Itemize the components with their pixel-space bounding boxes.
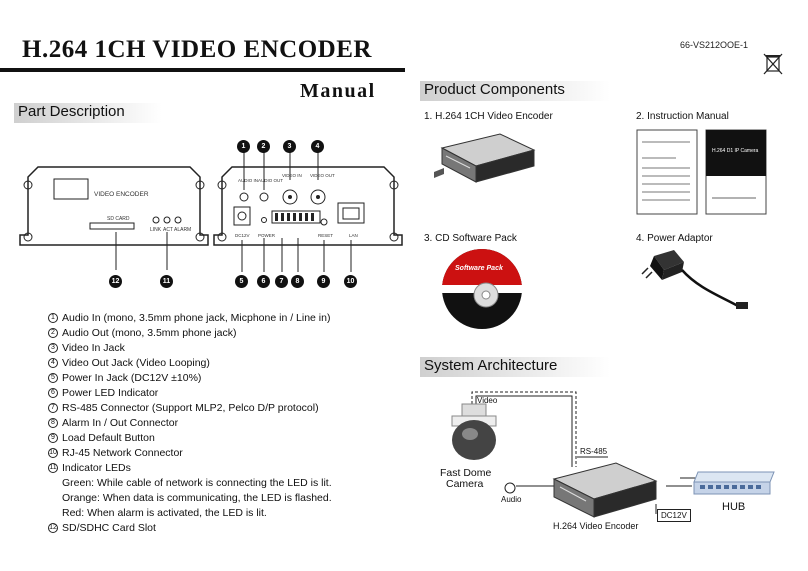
audio-jack-icon — [504, 482, 516, 494]
callout-4: 4 — [311, 140, 324, 153]
encoder-label: H.264 Video Encoder — [553, 521, 639, 531]
port-label-audio-out: AUDIO OUT — [258, 178, 284, 183]
list-item: Green: While cable of network is connect… — [62, 476, 332, 489]
front-callout-lines — [115, 232, 168, 270]
callout-12: 12 — [109, 275, 122, 288]
callout-11: 11 — [160, 275, 173, 288]
video-link-label: Video — [477, 396, 498, 405]
callout-8: 8 — [291, 275, 304, 288]
callout-2: 2 — [257, 140, 270, 153]
product-components-heading: Product Components — [420, 81, 610, 101]
callout-1: 1 — [237, 140, 250, 153]
dc12v-label: DC12V — [657, 509, 691, 522]
dome-camera-image — [451, 403, 497, 460]
rear-callout-lines — [241, 152, 352, 272]
front-device-label: VIDEO ENCODER — [94, 191, 149, 198]
front-panel-diagram — [19, 166, 209, 246]
port-label-audio-in: AUDIO IN — [238, 178, 259, 183]
power-adaptor-image — [641, 250, 748, 309]
list-item: Red: When alarm is activated, the LED is… — [62, 506, 267, 519]
encoder-device-image — [434, 133, 536, 183]
list-item: Orange: When data is communicating, the … — [62, 491, 332, 504]
label-dc12v: DC12V — [235, 233, 250, 238]
callout-7: 7 — [275, 275, 288, 288]
label-reset: RESET — [318, 233, 334, 238]
label-lan: LAN — [349, 233, 358, 238]
camera-label-line1: Fast Dome — [440, 467, 492, 479]
component-cd-label: 3. CD Software Pack — [424, 233, 517, 244]
architecture-encoder-image — [552, 462, 658, 518]
weee-bin-icon — [763, 53, 783, 75]
rear-panel-diagram — [213, 166, 403, 246]
component-manual-label: 2. Instruction Manual — [636, 111, 729, 122]
callout-3: 3 — [283, 140, 296, 153]
model-number: 66-VS212OOE-1 — [680, 40, 749, 50]
callout-5: 5 — [235, 275, 248, 288]
rs485-link-label: RS-485 — [580, 447, 608, 456]
title-rule — [0, 68, 405, 72]
sd-card-label: SD CARD — [107, 216, 130, 222]
network-hub-image — [693, 471, 775, 495]
part-description-heading: Part Description — [14, 103, 162, 123]
page-title: H.264 1CH VIDEO ENCODER — [22, 36, 372, 63]
callout-10: 10 — [344, 275, 357, 288]
instruction-manual-image — [636, 129, 767, 215]
callout-6: 6 — [257, 275, 270, 288]
component-adaptor-label: 4. Power Adaptor — [636, 233, 713, 244]
system-architecture-heading: System Architecture — [420, 357, 610, 377]
led-label-link: LINK — [150, 227, 162, 233]
port-label-video-in: VIDEO IN — [282, 173, 302, 178]
component-encoder-label: 1. H.264 1CH Video Encoder — [424, 111, 553, 122]
hub-label: HUB — [722, 501, 746, 513]
manual-cover-text: H.264 D1 IP Camera — [712, 148, 759, 154]
camera-label-line2: Camera — [446, 478, 484, 490]
label-power: POWER — [258, 233, 276, 238]
cd-software-image — [442, 249, 522, 329]
manual-subtitle: Manual — [300, 80, 376, 102]
cd-label: Software Pack — [455, 265, 503, 272]
led-label-alarm: ALARM — [174, 227, 192, 233]
led-label-act: ACT — [163, 227, 173, 233]
port-label-video-out: VIDEO OUT — [310, 173, 335, 178]
audio-label: Audio — [501, 495, 522, 504]
callout-9: 9 — [317, 275, 330, 288]
